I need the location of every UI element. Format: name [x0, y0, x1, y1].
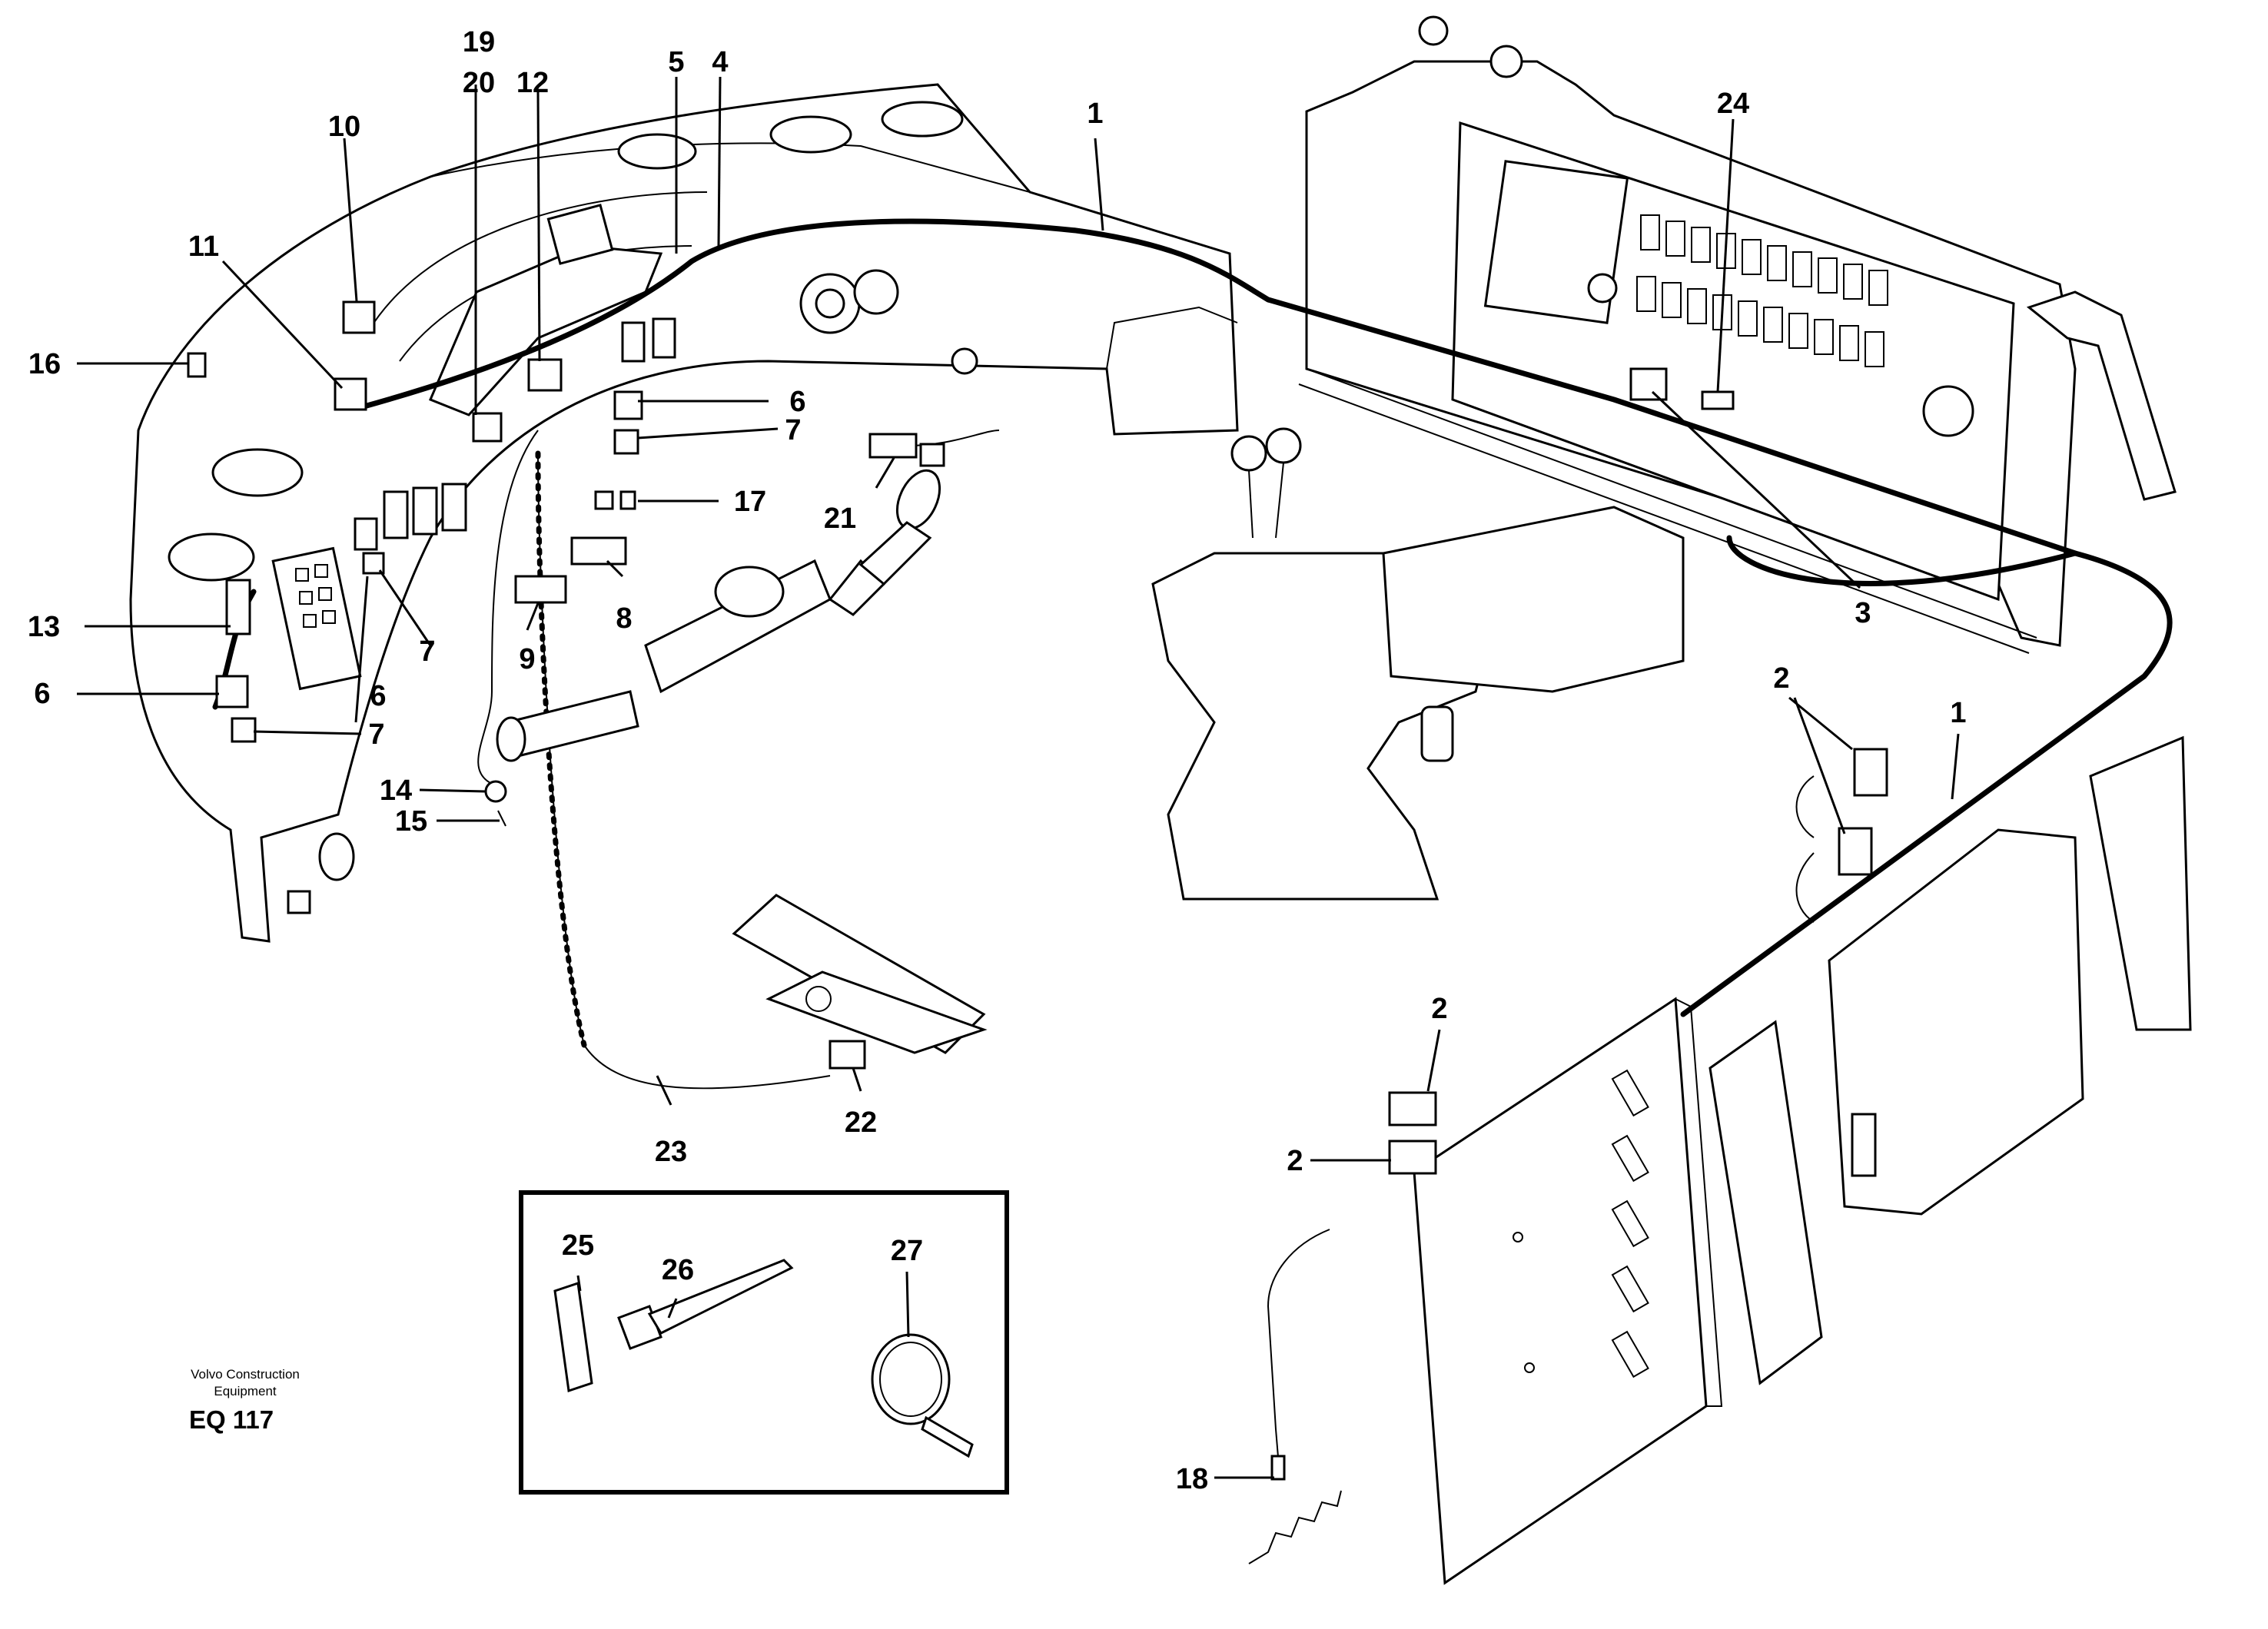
connector-24 [1701, 390, 1735, 410]
callout-10: 10 [328, 111, 360, 143]
control-units [1413, 735, 2192, 1585]
connector-9 [514, 575, 567, 604]
connector-21b [919, 443, 945, 467]
board-slots [1611, 1069, 1649, 1379]
accelerator-pedal [732, 894, 988, 1070]
connector-2-upper-a [1853, 748, 1888, 797]
callout-5: 5 [668, 46, 684, 78]
connector-2-upper-b [1838, 827, 1873, 876]
callout-4: 4 [712, 46, 728, 78]
callout-6-lower: 6 [34, 678, 50, 710]
cable-tie-27 [871, 1333, 951, 1425]
connector-18 [1270, 1455, 1286, 1481]
callout-7-center: 7 [785, 414, 801, 446]
inset-accessories [519, 1190, 1009, 1495]
callout-22: 22 [845, 1106, 877, 1139]
main-harness [212, 218, 2173, 1476]
seat-armrest [1151, 427, 1685, 901]
inset-frame [519, 1190, 1009, 1495]
callout-7-lower: 7 [368, 718, 384, 751]
connector-2-lower-a [1388, 1091, 1437, 1126]
connector-16 [187, 352, 207, 378]
connector-13 [225, 579, 251, 635]
connectors [187, 300, 1888, 1564]
connector-17a [594, 490, 614, 510]
connector-7-lower [231, 717, 257, 743]
callout-25: 25 [562, 1229, 594, 1262]
callout-27: 27 [891, 1235, 923, 1267]
callout-2-right: 2 [1773, 662, 1789, 695]
connector-6-upper [613, 390, 643, 420]
leader-lines [77, 76, 1960, 1479]
callout-19: 19 [463, 26, 495, 58]
switch-row-top [1640, 214, 1888, 306]
connector-14 [484, 780, 507, 803]
connector-11 [334, 377, 367, 411]
left-dashboard [129, 83, 1239, 943]
right-switch-panel [1298, 15, 2177, 654]
callout-6-left: 6 [370, 680, 386, 712]
credit-line-1: Volvo Construction [191, 1367, 300, 1382]
connector-6-lower [215, 675, 249, 708]
callout-7-left: 7 [419, 635, 435, 668]
connector-21 [868, 433, 918, 459]
credit-line-2: Equipment [214, 1384, 277, 1398]
connector-10 [342, 300, 376, 334]
callout-18: 18 [1176, 1463, 1208, 1495]
callout-12: 12 [516, 67, 549, 99]
callout-3: 3 [1855, 597, 1871, 629]
callout-numbers: 1 1 2 2 2 3 4 5 6 6 6 7 7 7 8 9 10 11 12… [28, 26, 1967, 1495]
callout-8: 8 [616, 602, 632, 635]
callout-23: 23 [655, 1136, 687, 1168]
callout-6-center: 6 [789, 386, 805, 418]
part-15 [497, 810, 506, 827]
callout-15: 15 [395, 805, 427, 838]
keypad [271, 546, 362, 691]
connector-22 [829, 1040, 866, 1070]
switch-row-bottom [1636, 276, 1884, 367]
callout-14: 14 [380, 775, 412, 807]
callout-11: 11 [188, 231, 219, 263]
terminal-strip [1248, 1490, 1342, 1564]
callout-13: 13 [28, 611, 60, 643]
callout-9: 9 [519, 643, 535, 675]
callout-1-top: 1 [1087, 98, 1103, 130]
connector-19-20 [472, 412, 503, 443]
clip-25 [553, 1282, 593, 1392]
connector-6-left [354, 517, 378, 551]
connector-2-lower-b [1388, 1140, 1437, 1175]
figure-code: EQ 117 [189, 1405, 274, 1434]
connector-3 [1629, 367, 1668, 401]
callout-21: 21 [824, 503, 856, 535]
callout-1-right: 1 [1950, 697, 1966, 729]
connector-8 [570, 536, 627, 566]
connector-7-upper [613, 429, 639, 455]
connector-12 [527, 358, 563, 392]
callout-24: 24 [1717, 88, 1749, 120]
callout-16: 16 [28, 348, 61, 380]
callout-2-lower-top: 2 [1431, 993, 1447, 1025]
callout-2-lower-left: 2 [1287, 1145, 1303, 1177]
cable-tie-26 [647, 1259, 794, 1335]
callout-17: 17 [734, 486, 766, 518]
callout-26: 26 [662, 1254, 694, 1286]
connector-17b [619, 490, 636, 510]
steering-column-switch [496, 469, 941, 762]
publisher-credit: Volvo Construction Equipment [164, 1366, 326, 1400]
callout-20: 20 [463, 67, 495, 99]
